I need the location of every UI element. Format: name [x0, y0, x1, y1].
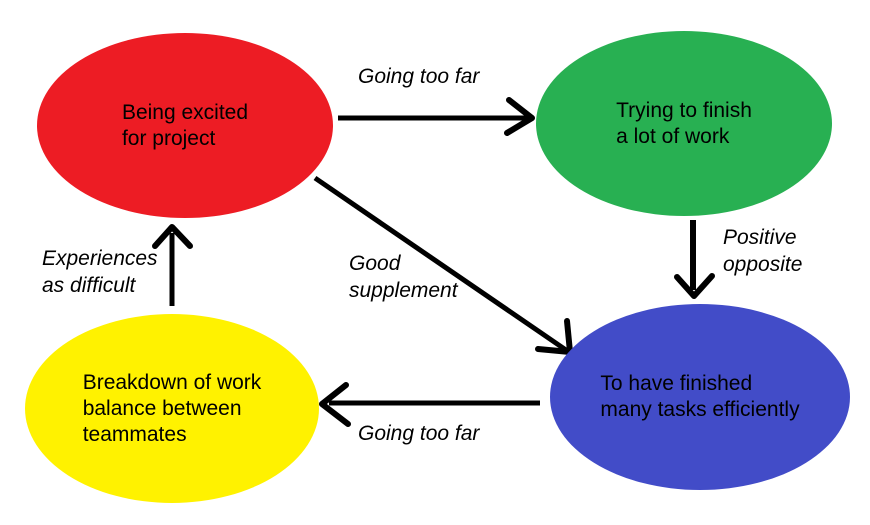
arrow-excited-to-trying — [338, 97, 535, 136]
edge-label-line: supplement — [349, 279, 458, 302]
node-text-line: To have finished — [600, 372, 753, 395]
node-text: Being excited for project — [122, 100, 248, 152]
node-trying-to-finish-work: Trying to finish a lot of work — [536, 31, 832, 216]
edge-label-line: Good — [349, 252, 401, 275]
node-text: To have finished many tasks efficiently — [600, 371, 799, 423]
edge-label-going-too-far-bottom: Going too far — [358, 422, 480, 445]
node-text-line: balance between — [82, 396, 242, 420]
node-text-line: Being excited — [121, 100, 249, 124]
arrow-breakdown-to-excited — [152, 224, 193, 306]
edge-label-line: as difficult — [42, 274, 136, 297]
arrow-trying-to-finished — [674, 220, 715, 299]
node-text-line: for project — [121, 126, 216, 150]
node-text-line: teammates — [82, 422, 187, 446]
arrow-finished-to-breakdown — [319, 382, 540, 427]
edge-label-good-supplement: Good supplement — [349, 250, 458, 304]
node-text-line: Breakdown of work — [82, 370, 262, 394]
edge-label-positive-opposite: Positive opposite — [723, 224, 802, 278]
node-text: Breakdown of work balance between teamma… — [83, 370, 262, 448]
edge-label-line: Experiences — [42, 247, 158, 270]
node-text-line: many tasks efficiently — [600, 398, 800, 421]
node-finished-many-tasks: To have finished many tasks efficiently — [550, 304, 850, 490]
node-breakdown-of-work-balance: Breakdown of work balance between teamma… — [25, 314, 319, 503]
node-text-line: a lot of work — [616, 124, 730, 148]
node-being-excited-for-project: Being excited for project — [37, 33, 333, 218]
node-text-line: Trying to finish — [616, 98, 752, 122]
edge-label-line: Positive — [723, 226, 797, 249]
edge-label-experiences-as-difficult: Experiences as difficult — [42, 245, 158, 299]
edge-label-line: opposite — [723, 253, 803, 276]
node-text: Trying to finish a lot of work — [616, 98, 752, 150]
edge-label-going-too-far-top: Going too far — [358, 65, 480, 88]
